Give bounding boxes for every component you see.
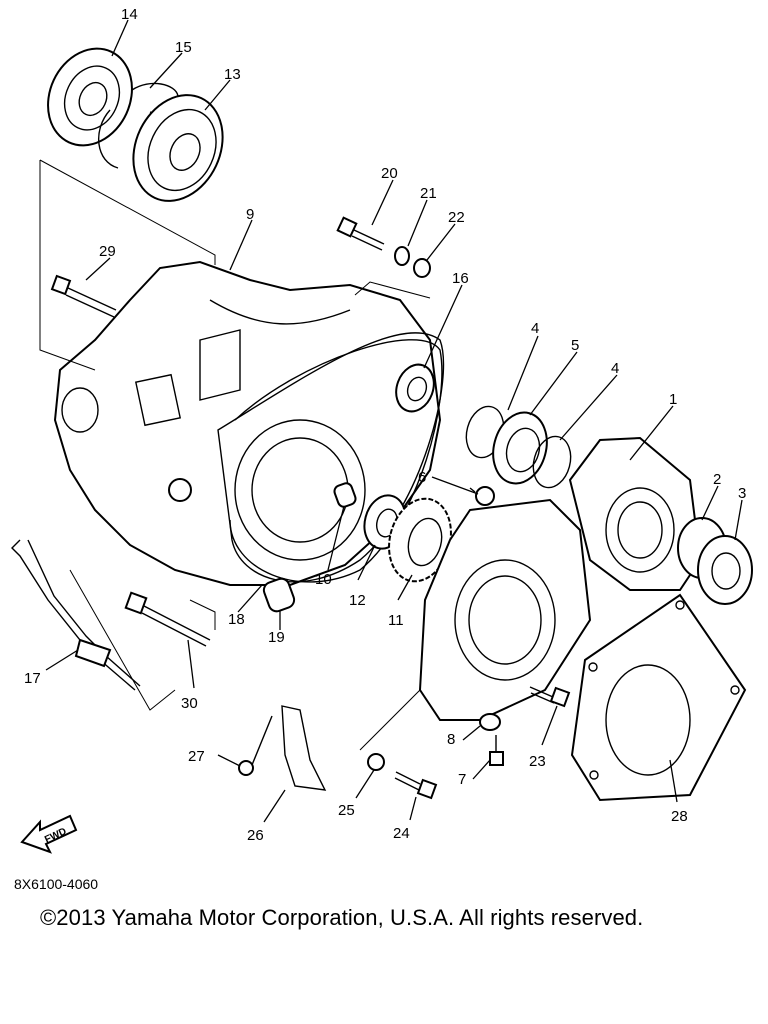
callout-15: 15 [175, 39, 192, 56]
part-1-bearing-housing [568, 436, 702, 591]
callout-23: 23 [529, 753, 546, 770]
part-16-oil-seal [395, 363, 435, 413]
callout-labels: 14 15 13 9 29 20 21 22 16 4 5 4 1 2 3 6 … [24, 6, 746, 844]
part-24-bolt [394, 771, 438, 800]
part-5-bearing [492, 411, 548, 485]
callout-22: 22 [448, 209, 465, 226]
callout-27: 27 [188, 748, 205, 765]
part-29-bolt [50, 274, 117, 318]
part-30-bolt [124, 591, 211, 647]
diagram-code: 8X6100-4060 [14, 876, 99, 892]
callout-4-right: 4 [611, 360, 619, 377]
copyright-notice: ©2013 Yamaha Motor Corporation, U.S.A. A… [40, 905, 644, 930]
callout-7: 7 [458, 771, 466, 788]
part-22-nut [413, 258, 431, 278]
callout-5: 5 [571, 337, 579, 354]
part-8-washer [479, 713, 501, 731]
callout-20: 20 [381, 165, 398, 182]
part-7-screw [489, 735, 504, 766]
callout-29: 29 [99, 243, 116, 260]
callout-12: 12 [349, 592, 366, 609]
callout-2: 2 [713, 471, 721, 488]
part-20-bolt [336, 216, 385, 251]
part-17-drain-tool [11, 539, 141, 691]
callout-16: 16 [452, 270, 469, 287]
part-25-washer [367, 753, 385, 771]
part-3-bearing [697, 535, 753, 605]
part-14-seal-bearing [47, 47, 133, 147]
forward-arrow-icon: FWD [20, 814, 78, 854]
part-27-screw [238, 715, 273, 776]
callout-4-left: 4 [531, 320, 539, 337]
callout-21: 21 [420, 185, 437, 202]
part-26-bracket [281, 705, 327, 791]
callout-26: 26 [247, 827, 264, 844]
part-23-bolt [529, 686, 571, 708]
callout-14: 14 [121, 6, 138, 23]
callout-24: 24 [393, 825, 410, 842]
part-21-washer [394, 246, 410, 266]
callout-28: 28 [671, 808, 688, 825]
callout-1: 1 [669, 391, 677, 408]
part-6-bolt [469, 486, 495, 506]
callout-6: 6 [418, 469, 426, 486]
part-19-dowel-pin [262, 577, 296, 613]
part-4-circlip-right [532, 435, 572, 489]
callout-11: 11 [388, 612, 404, 629]
leader-lines [45, 19, 743, 823]
part-28-gasket [570, 593, 747, 802]
callout-17: 17 [24, 670, 41, 687]
callout-8: 8 [447, 731, 455, 748]
callout-25: 25 [338, 802, 355, 819]
callout-19: 19 [268, 629, 285, 646]
callout-9: 9 [246, 206, 254, 223]
callout-30: 30 [181, 695, 198, 712]
callout-3: 3 [738, 485, 746, 502]
part-13-ball-bearing [132, 94, 224, 202]
callout-18: 18 [228, 611, 245, 628]
part-10-dowel-pin [333, 482, 357, 508]
callout-10: 10 [315, 571, 332, 588]
callout-13: 13 [224, 66, 241, 83]
